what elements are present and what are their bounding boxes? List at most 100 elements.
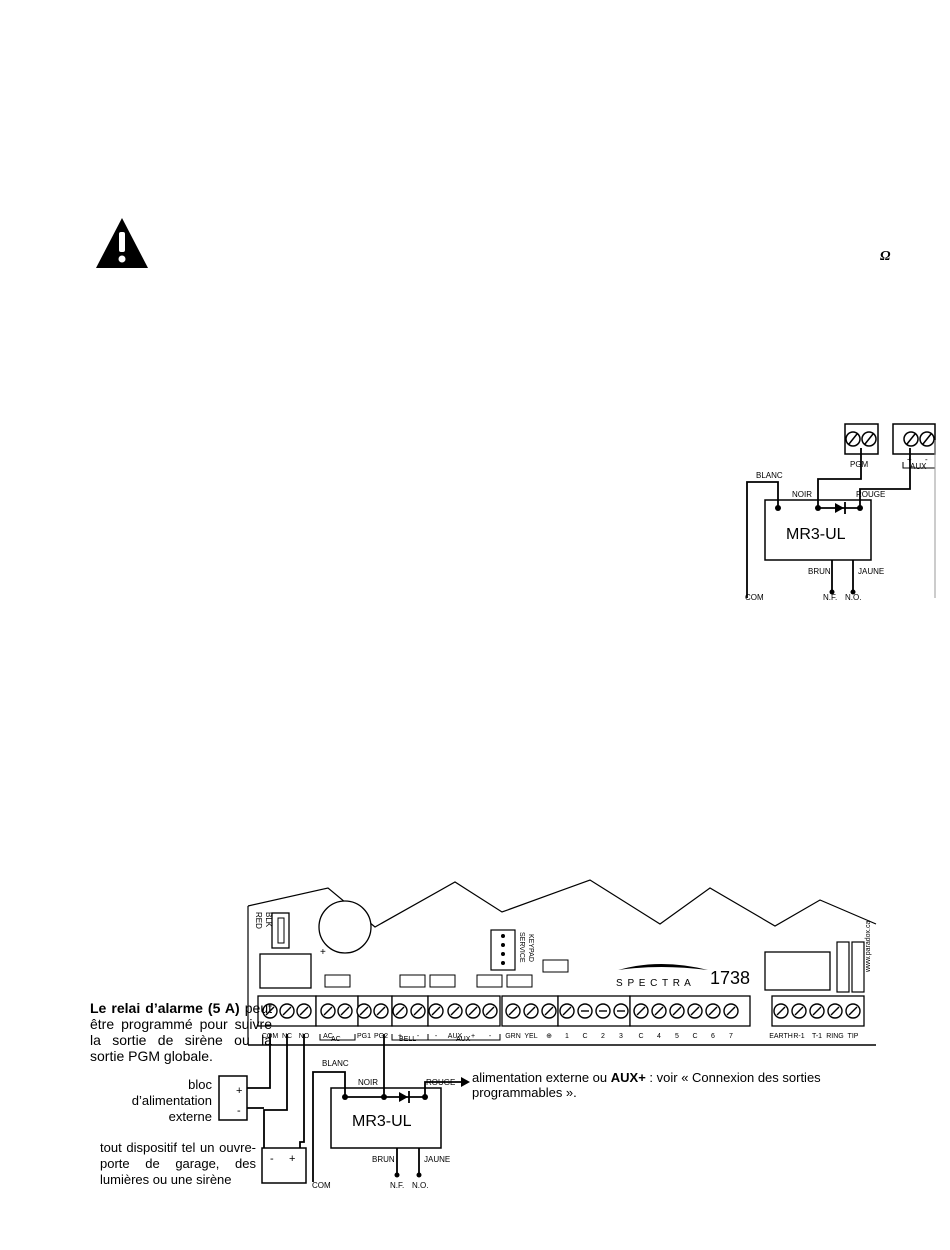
large-blanc-label: BLANC: [322, 1059, 349, 1068]
terminal-screw-slot: [526, 1006, 536, 1016]
terminal-group-brackets: [319, 1034, 501, 1041]
psu-minus-sign: -: [237, 1105, 241, 1117]
small-com-label: COM: [745, 593, 764, 602]
terminal-screw-slot: [708, 1006, 718, 1016]
terminal-label: 4: [657, 1033, 661, 1040]
group-aux-label: AUX: [456, 1036, 471, 1043]
large-com-label: COM: [312, 1181, 331, 1190]
ohm-symbol: Ω: [880, 249, 891, 264]
terminal-screw-slot: [340, 1006, 350, 1016]
terminal-screw-slot: [468, 1006, 478, 1016]
buzzer-circle: [318, 900, 372, 954]
terminal-label: EARTH: [769, 1033, 793, 1040]
service-label: SERVICE: [518, 932, 525, 963]
terminal-label: 6: [711, 1033, 715, 1040]
terminal-label: 5: [675, 1033, 679, 1040]
terminal-screw-slot: [485, 1006, 495, 1016]
small-junction-dots: [775, 505, 863, 595]
relay-note-text: peut être programmé pour suivre la sorti…: [90, 1000, 273, 1064]
small-jaune-label: JAUNE: [858, 567, 884, 576]
terminal-label: -: [435, 1033, 438, 1040]
group-ac-label: AC: [331, 1036, 341, 1043]
aux-note-bold: AUX+: [610, 1070, 646, 1085]
panel-red-label: RED: [254, 912, 263, 929]
terminal-label: -: [489, 1033, 492, 1040]
terminal-label: R-1: [793, 1033, 804, 1040]
relay-note-bold: Le relai d’alarme (5 A): [90, 1000, 240, 1016]
vertical-component-1: [836, 941, 850, 993]
panel-blk-label: BLK: [264, 912, 273, 928]
small-noir-label: NOIR: [792, 490, 812, 499]
terminal-label: RING: [826, 1033, 844, 1040]
buzzer-plus-label: +: [320, 947, 326, 958]
terminal-screw-slot: [413, 1006, 423, 1016]
terminal-screw-slot: [265, 1006, 275, 1016]
external-device-box: [261, 1147, 307, 1184]
terminal-label: C: [692, 1033, 697, 1040]
psu-label-line2: d’alimentation: [131, 1093, 212, 1108]
psu-plus-sign: +: [236, 1085, 242, 1097]
small-relay-label: MR3-UL: [786, 526, 846, 543]
panel-model-number: 1738: [710, 968, 750, 988]
large-relay-label: MR3-UL: [352, 1113, 412, 1130]
terminal-screw-slot: [450, 1006, 460, 1016]
small-nf-label: N.F.: [823, 593, 837, 602]
terminal-label: TIP: [848, 1033, 859, 1040]
small-brun-label: BRUN: [808, 567, 831, 576]
aux-arrow-icon: [461, 1077, 470, 1087]
terminal-screw-slot: [395, 1006, 405, 1016]
terminal-screw-slot: [776, 1006, 786, 1016]
terminal-screw-slot: [636, 1006, 646, 1016]
fuse-components: [324, 959, 569, 988]
spectra-logo-swoosh: [618, 964, 708, 970]
terminal-label: PG1: [357, 1033, 371, 1040]
terminal-label: T-1: [812, 1033, 822, 1040]
device-minus-sign: -: [270, 1153, 274, 1165]
battery-connector: [271, 912, 290, 949]
paradox-url: www.paradox.ca: [865, 921, 872, 973]
psu-label-line1: bloc: [188, 1077, 212, 1092]
terminal-screw-slot: [830, 1006, 840, 1016]
terminal-screw-slot: [431, 1006, 441, 1016]
terminal-screw-slot: [376, 1006, 386, 1016]
transformer-block: [764, 951, 831, 991]
keypad-label: KEYPAD: [527, 934, 534, 962]
spectra-brand: S P E C T R A: [616, 978, 692, 989]
terminal-screw-slot: [672, 1006, 682, 1016]
terminal-label: GRN: [505, 1033, 521, 1040]
psu-label: bloc d’alimentation externe: [108, 1077, 212, 1125]
large-brun-label: BRUN: [372, 1155, 395, 1164]
external-psu-box: [218, 1075, 248, 1121]
small-no-label: N.O.: [845, 593, 861, 602]
terminal-label: 3: [619, 1033, 623, 1040]
terminal-screw-slot: [544, 1006, 554, 1016]
terminal-screw-slot: [848, 1006, 858, 1016]
terminal-label: YEL: [524, 1033, 537, 1040]
device-label: tout dispositif tel un ouvre-porte de ga…: [100, 1140, 256, 1187]
terminal-screw-slot: [794, 1006, 804, 1016]
terminal-label: +: [398, 1033, 402, 1040]
large-jaune-label: JAUNE: [424, 1155, 450, 1164]
device-plus-sign: +: [289, 1153, 295, 1165]
large-noir-label: NOIR: [358, 1078, 378, 1087]
warning-icon: [96, 218, 148, 268]
terminal-label: 2: [601, 1033, 605, 1040]
vertical-component-2: [851, 941, 865, 993]
small-blanc-label: BLANC: [756, 471, 783, 480]
terminal-label: ⊕: [546, 1033, 552, 1040]
small-aux-terminal-block: [892, 423, 936, 455]
terminal-label: C: [638, 1033, 643, 1040]
terminal-screw-slot: [726, 1006, 736, 1016]
aux-note-suffix: : voir « Connexion des sorties programma…: [472, 1070, 821, 1100]
terminal-label: -: [417, 1033, 420, 1040]
group-bell-label: BELL: [399, 1036, 416, 1043]
large-nf-label: N.F.: [390, 1181, 404, 1190]
terminal-screw-slot: [282, 1006, 292, 1016]
small-diode-icon: [835, 502, 846, 514]
terminal-label: PG2: [374, 1033, 388, 1040]
small-aux-minus: -: [925, 455, 928, 464]
small-aux-label: AUX: [910, 462, 927, 471]
small-rouge-label: ROUGE: [856, 490, 885, 499]
